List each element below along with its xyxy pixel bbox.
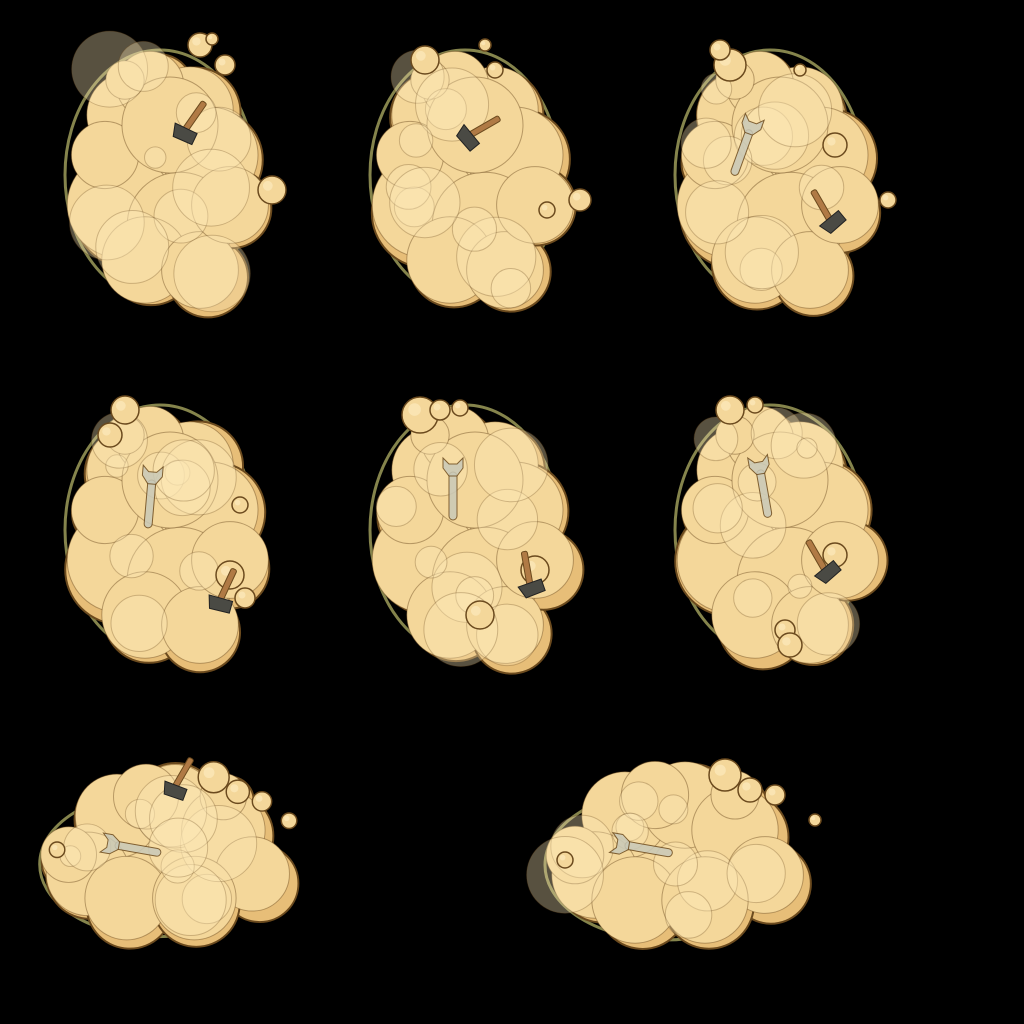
dust-cloud-frame-3 — [660, 25, 910, 317]
cloud-body — [66, 30, 273, 319]
wrench-icon — [730, 112, 766, 176]
hammer-icon — [517, 550, 546, 599]
dust-cloud-frame-5 — [355, 375, 605, 675]
dust-cloud-frame-2 — [355, 25, 605, 313]
wrench-icon — [442, 456, 464, 521]
debris-puffs — [187, 32, 287, 205]
wrench-icon — [141, 463, 164, 529]
wrench-icon — [98, 832, 162, 857]
debris-puffs — [709, 39, 897, 209]
dust-cloud-frame-6 — [660, 375, 910, 671]
cloud-body — [676, 50, 882, 317]
dust-cloud-frame-4 — [50, 375, 300, 674]
cloud-body — [674, 405, 889, 671]
hammer-icon — [163, 757, 194, 801]
hammer-icon — [208, 568, 237, 614]
debris-puffs — [556, 758, 822, 869]
cloud-body — [526, 760, 812, 950]
debris-puffs — [97, 395, 256, 609]
cloud-body — [40, 762, 300, 950]
debris-puffs — [410, 38, 592, 219]
dust-cloud-frame-7 — [30, 735, 320, 950]
dust-cloud-frame-1 — [50, 25, 300, 319]
debris-puffs — [715, 395, 848, 658]
cloud-body — [370, 49, 577, 313]
hammer-icon — [455, 115, 501, 152]
debris-puffs — [48, 761, 298, 859]
hammer-icon — [172, 100, 207, 146]
wrench-icon — [747, 453, 773, 518]
wrench-icon — [608, 832, 673, 858]
dust-cloud-frame-8 — [526, 735, 835, 950]
cloud-body — [371, 401, 585, 675]
cloud-body — [64, 405, 271, 674]
hammer-icon — [805, 539, 842, 585]
hammer-icon — [810, 189, 847, 235]
